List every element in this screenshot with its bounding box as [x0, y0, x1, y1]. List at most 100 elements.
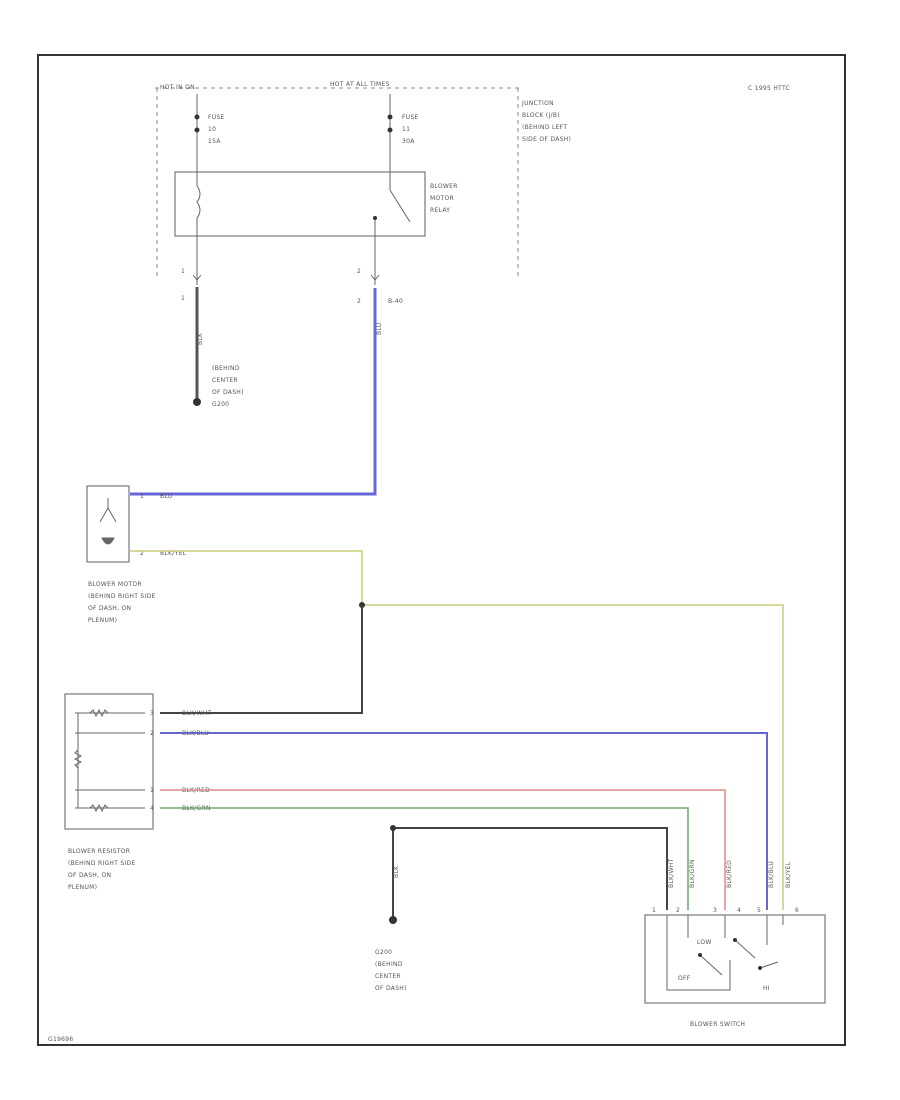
relay-contact-dot — [373, 216, 377, 220]
fuse-b-terminal-top — [387, 114, 393, 120]
motor-pin-2: 2 — [140, 550, 144, 557]
connector-pin-2: 2 — [357, 298, 361, 305]
ground-top-label-4: G200 — [212, 401, 229, 408]
fuse-b-terminal-bottom — [387, 127, 393, 133]
resistor-label-3: OF DASH, ON — [68, 872, 111, 879]
switch-pin-2: 2 — [676, 907, 680, 914]
blk-blu-wire — [160, 732, 768, 910]
resistor-internal-lines — [75, 712, 145, 809]
copyright-label: C 1995 HTTC — [748, 85, 790, 92]
switch-low-label: LOW — [697, 939, 712, 946]
fuse-a-terminal-bottom — [194, 127, 200, 133]
blk-grn-wire — [160, 807, 689, 910]
switch-contact-2-icon — [734, 939, 756, 959]
switch-pivot-3 — [758, 966, 762, 970]
motor-blu-label: BLU — [160, 493, 172, 500]
junction-block-label-2: BLOCK (J/B) — [522, 112, 560, 119]
hot-in-on-label: HOT IN ON — [160, 84, 195, 91]
blower-resistor-box — [64, 693, 154, 830]
sw-wire-label-1: BLK/WHT — [668, 858, 675, 888]
blk-wire-label: BLK — [197, 332, 204, 345]
ground-splice-point — [390, 825, 396, 831]
blower-switch-label: BLOWER SWITCH — [690, 1021, 745, 1028]
relay-switch-icon — [389, 189, 411, 223]
relay-coil-icon — [196, 172, 201, 236]
switch-pin-3: 3 — [713, 907, 717, 914]
relay-label-1: BLOWER — [430, 183, 458, 190]
relay-label-2: MOTOR — [430, 195, 454, 202]
fuse-a-number: 10 — [208, 126, 216, 133]
motor-label-1: BLOWER MOTOR — [88, 581, 142, 588]
blower-motor-lead-bottom-icon — [101, 537, 115, 545]
resistor-pin-4: 4 — [150, 805, 154, 812]
junction-block-label-3: (BEHIND LEFT — [522, 124, 567, 131]
resistor-pin-3: 3 — [150, 710, 154, 717]
switch-pivot-2 — [733, 938, 737, 942]
connector-pin-1: 1 — [181, 295, 185, 302]
connector-code: B-40 — [388, 298, 403, 305]
switch-off-label: OFF — [678, 975, 691, 982]
relay-pin2-connector-icon — [370, 274, 380, 281]
resistor-icon — [73, 708, 109, 813]
blower-switch-box — [644, 914, 826, 1004]
fuse-a-label: FUSE — [208, 114, 225, 121]
sw-wire-label-2: BLK/GRN — [689, 859, 696, 888]
sw-wire-label-5: BLK/YEL — [785, 861, 792, 888]
fuse-b-rating: 30A — [402, 138, 415, 145]
fuse-a-terminal-top — [194, 114, 200, 120]
resistor-label-4: PLENUM) — [68, 884, 97, 891]
ground-top-label-3: OF DASH) — [212, 389, 244, 396]
switch-internal-leads — [687, 915, 784, 945]
blk-wire-to-switch — [393, 827, 668, 910]
diagram-frame — [37, 54, 846, 1046]
motor-label-4: PLENUM) — [88, 617, 117, 624]
relay-pin1-connector-icon — [192, 274, 202, 281]
sw-wire-label-3: BLK/RED — [726, 860, 733, 888]
ground-g200-top-icon — [193, 398, 201, 406]
motor-label-2: (BEHIND RIGHT SIDE — [88, 593, 156, 600]
ground-blk-label: BLK — [393, 865, 400, 878]
relay-label-3: RELAY — [430, 207, 450, 214]
blower-motor-box — [86, 485, 130, 563]
resistor-label-1: BLOWER RESISTOR — [68, 848, 130, 855]
switch-hi-label: HI — [763, 985, 770, 992]
ground-top-label-2: CENTER — [212, 377, 238, 384]
switch-contact-3-icon — [759, 961, 779, 969]
switch-pin-5: 5 — [757, 907, 761, 914]
blk-red-wire — [160, 789, 726, 910]
fuse-b-number: 11 — [402, 126, 410, 133]
switch-contact-1-icon — [699, 954, 723, 976]
resistor-pin-2: 2 — [150, 730, 154, 737]
switch-pin-6: 6 — [795, 907, 799, 914]
motor-blkyel-label: BLK/YEL — [160, 550, 187, 557]
res-blkwht-label: BLK/WHT — [182, 710, 212, 717]
blk-wht-wire — [160, 605, 363, 714]
blu-wire — [130, 288, 377, 496]
switch-pin-1: 1 — [652, 907, 656, 914]
relay-pin-1: 1 — [181, 268, 185, 275]
junction-block-label-1: JUNCTION — [521, 100, 554, 107]
fuse-a-rating: 15A — [208, 138, 221, 145]
switch-internal-off-line — [666, 915, 731, 991]
ground-g200-bottom-icon — [389, 916, 397, 924]
hot-at-all-times-label: HOT AT ALL TIMES — [330, 81, 390, 88]
sw-wire-label-4: BLK/BLU — [768, 861, 775, 888]
junction-block-label-4: SIDE OF DASH) — [522, 136, 571, 143]
ground-bottom-label-1: G200 — [375, 949, 392, 956]
blower-motor-relay-box — [174, 171, 426, 237]
diagram-code: G19696 — [48, 1036, 74, 1043]
blu-wire-label: BLU — [376, 323, 383, 335]
motor-pin-1: 1 — [140, 493, 144, 500]
switch-pivot-1 — [698, 953, 702, 957]
blk-yel-wire — [130, 550, 784, 910]
blower-motor-icon — [99, 506, 117, 523]
resistor-pin-1: 1 — [150, 787, 154, 794]
ground-bottom-label-4: OF DASH) — [375, 985, 407, 992]
ground-bottom-label-2: (BEHIND — [375, 961, 403, 968]
ground-top-label-1: (BEHIND — [212, 365, 240, 372]
relay-pin-2: 2 — [357, 268, 361, 275]
resistor-label-2: (BEHIND RIGHT SIDE — [68, 860, 136, 867]
switch-pin-4: 4 — [737, 907, 741, 914]
motor-label-3: OF DASH, ON — [88, 605, 131, 612]
